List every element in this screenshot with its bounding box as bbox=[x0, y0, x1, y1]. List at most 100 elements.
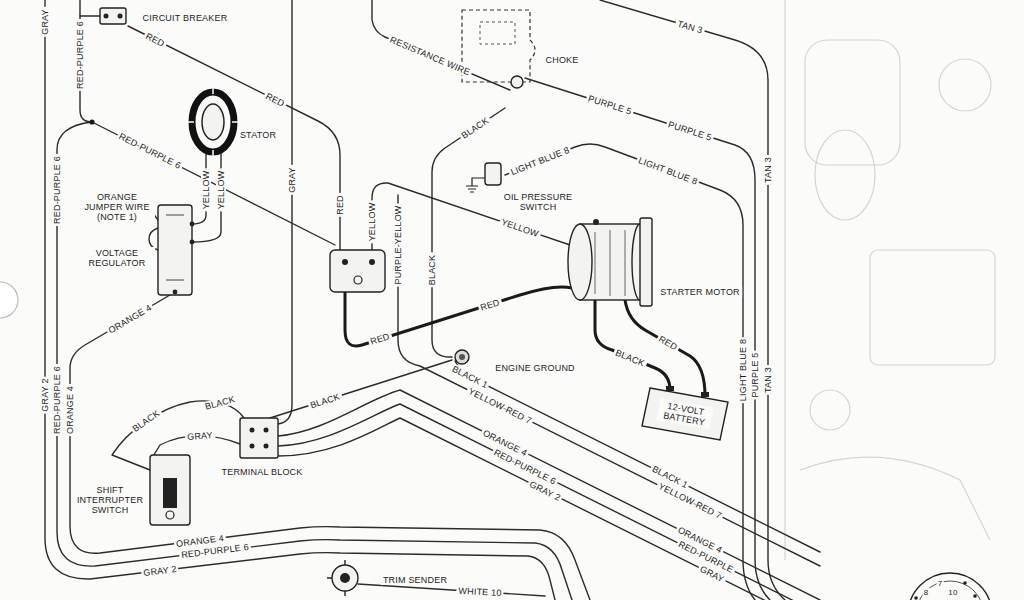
ghost-shape bbox=[800, 457, 990, 540]
wire-label: TAN 3 bbox=[763, 365, 773, 395]
starter-detail bbox=[595, 230, 625, 296]
wire bbox=[80, 15, 100, 16]
terminal-block bbox=[240, 418, 278, 458]
wire-label: GRAY bbox=[185, 430, 215, 443]
carburetor-detail bbox=[480, 22, 515, 44]
wire-label: RED-PURPLE 6 bbox=[75, 19, 85, 91]
ghost-shape bbox=[939, 59, 991, 111]
wire-label: GRAY bbox=[287, 165, 297, 195]
wire-label: ORANGE 4 bbox=[479, 426, 530, 458]
terminal bbox=[264, 444, 269, 449]
relay bbox=[330, 250, 385, 292]
part-label: 12-VOLT BATTERY bbox=[657, 398, 714, 429]
wire-label: LIGHT BLUE 8 bbox=[635, 154, 701, 187]
terminal bbox=[354, 276, 362, 284]
ghost-shape bbox=[805, 40, 900, 165]
wire bbox=[505, 144, 755, 600]
wire bbox=[192, 152, 206, 224]
wire-label: GRAY bbox=[40, 7, 50, 37]
part-label: CHOKE bbox=[543, 55, 580, 65]
part-label: OIL PRESSURE SWITCH bbox=[496, 191, 580, 213]
harness-plug-ring bbox=[916, 581, 984, 600]
wire bbox=[398, 195, 820, 566]
battery-cable bbox=[625, 300, 705, 396]
stator-core bbox=[202, 104, 224, 140]
wire bbox=[270, 360, 452, 418]
terminal bbox=[264, 428, 269, 433]
part-label: STARTER MOTOR bbox=[658, 287, 742, 297]
wire bbox=[525, 78, 770, 600]
wire-label: RED-PURPLE 6 bbox=[52, 154, 62, 226]
wire-label: YELLOW bbox=[367, 201, 377, 244]
pin-number: 10 bbox=[947, 588, 958, 598]
wire-label: RED bbox=[142, 30, 168, 50]
wire-label: YELLOW-RED 7 bbox=[655, 480, 725, 522]
battery-post bbox=[666, 386, 674, 391]
terminal bbox=[593, 219, 599, 225]
choke bbox=[511, 76, 523, 88]
wires bbox=[45, 0, 820, 600]
wire-label: YELLOW-RED 7 bbox=[465, 385, 535, 427]
oil-pressure-switch bbox=[485, 163, 501, 185]
part-label: SHIFT INTERRUPTER SWITCH bbox=[72, 484, 148, 516]
wire-label: BLACK bbox=[612, 346, 648, 369]
wire-label: GRAY 2 bbox=[40, 376, 50, 413]
wire bbox=[278, 390, 820, 600]
part-label: TRIM SENDER bbox=[381, 575, 449, 585]
pin-number: 7 bbox=[937, 579, 944, 589]
ghost-shape bbox=[810, 390, 850, 430]
wire-label: PURPLE 5 bbox=[665, 118, 715, 142]
battery bbox=[642, 388, 728, 440]
wire-label: LIGHT BLUE 8 bbox=[507, 144, 572, 178]
wire-label: GRAY 2 bbox=[141, 564, 179, 578]
ghost-shape bbox=[870, 250, 995, 365]
plug-pin bbox=[914, 596, 918, 600]
wire-label: BLACK bbox=[427, 253, 437, 288]
wire bbox=[192, 151, 221, 242]
wire-label: RED-PURPLE 6 bbox=[491, 446, 560, 487]
ground-symbol bbox=[466, 178, 485, 192]
part-label: STATOR bbox=[238, 130, 278, 140]
terminal bbox=[250, 428, 255, 433]
part-label: VOLTAGE REGULATOR bbox=[79, 247, 155, 269]
wire-label: PURPLE-YELLOW bbox=[393, 203, 403, 286]
engine-ground-bolt bbox=[455, 350, 469, 364]
part-label: ORANGE JUMPER WIRE (NOTE 1) bbox=[79, 191, 155, 223]
wire-label: BLACK bbox=[129, 407, 163, 435]
wire-label: ORANGE 4 bbox=[174, 532, 227, 548]
background-ghost bbox=[785, 0, 995, 560]
wire-label: RED bbox=[367, 331, 393, 348]
wire bbox=[80, 0, 92, 122]
terminal bbox=[118, 14, 123, 19]
wire-label: LIGHT BLUE 8 bbox=[738, 337, 748, 403]
wire-label: RED-PURPLE 6 bbox=[116, 131, 185, 172]
terminal bbox=[190, 240, 195, 245]
splice-dot bbox=[89, 119, 94, 124]
part-label: ENGINE GROUND bbox=[493, 363, 577, 373]
wire-label: PURPLE 5 bbox=[585, 93, 635, 117]
wire-label: TAN 3 bbox=[763, 155, 773, 185]
ghost-shape bbox=[815, 130, 875, 220]
battery-post bbox=[701, 392, 709, 397]
circuit-breaker bbox=[100, 8, 126, 24]
starter-motor-end bbox=[568, 224, 592, 300]
wire-label: BLACK bbox=[202, 394, 238, 413]
voltage-regulator bbox=[158, 205, 192, 295]
wire-label: PURPLE 5 bbox=[750, 350, 760, 399]
terminal bbox=[173, 290, 178, 295]
wire-label: RED bbox=[655, 333, 680, 353]
wire-label: ORANGE 4 bbox=[674, 524, 725, 556]
shift-interrupter-switch bbox=[150, 455, 190, 525]
stator-notch bbox=[188, 88, 238, 156]
components bbox=[100, 8, 992, 600]
harness-plug bbox=[908, 573, 992, 600]
plug-pin bbox=[963, 581, 967, 585]
wire-label: RED-PURPLE bbox=[675, 538, 737, 576]
jumper-wire bbox=[149, 228, 158, 250]
wire bbox=[372, 0, 510, 90]
switch-detail bbox=[166, 511, 174, 519]
terminal bbox=[190, 222, 195, 227]
trim-sender-hub bbox=[340, 573, 350, 583]
